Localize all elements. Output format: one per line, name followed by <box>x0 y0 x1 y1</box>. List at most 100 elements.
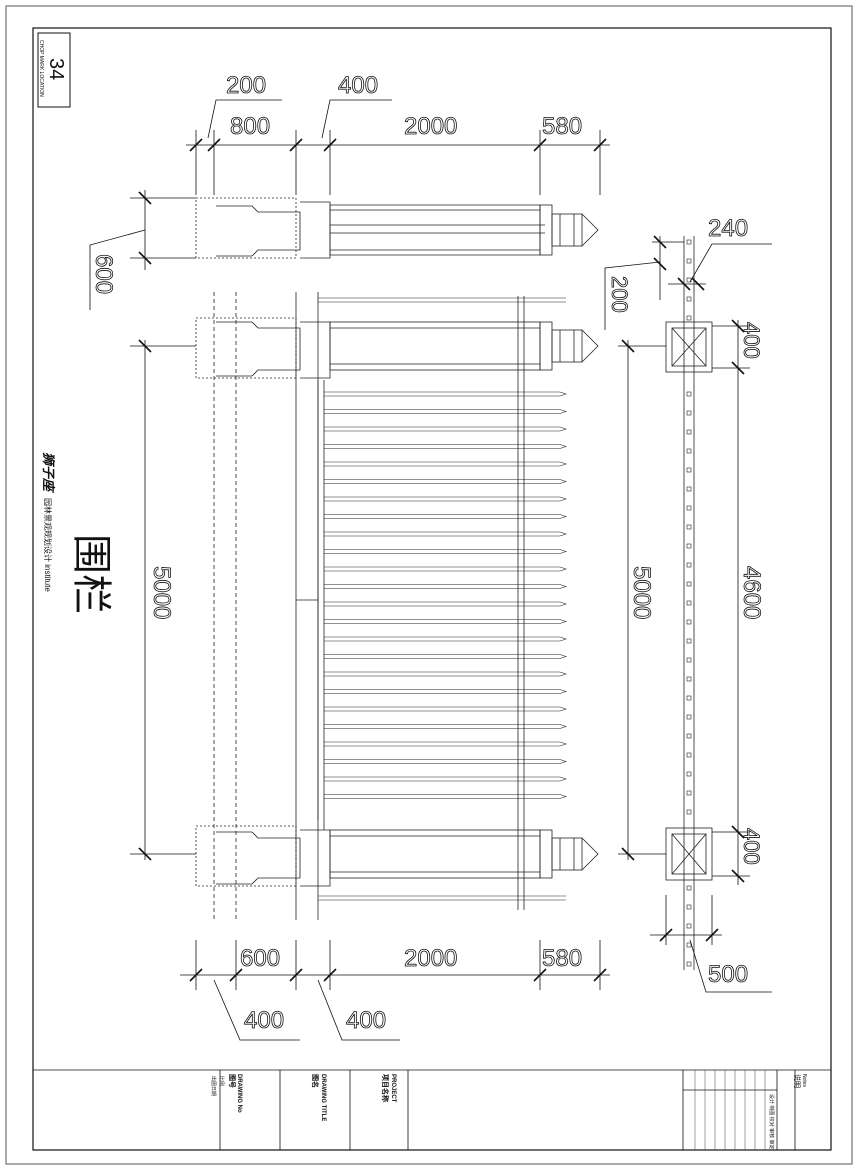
dim-top-400: 400 <box>338 72 378 99</box>
project-en: PROJECT <box>390 1074 396 1103</box>
dim-plan-400-top: 400 <box>739 322 764 359</box>
date-label: 出图日期 <box>210 1076 217 1096</box>
picket <box>324 601 567 607</box>
title-block <box>33 1069 831 1150</box>
plan-picket <box>686 809 692 815</box>
plan-picket <box>686 562 692 568</box>
dim-plan-4600: 4600 <box>738 566 765 619</box>
picket <box>324 496 567 502</box>
picket <box>324 759 567 764</box>
plan-picket <box>686 733 692 739</box>
plan-picket <box>686 524 692 530</box>
picket <box>324 549 567 554</box>
plan-picket <box>686 714 692 720</box>
plan-picket <box>686 429 692 435</box>
plan-picket <box>686 923 692 929</box>
main-title: 围栏 <box>68 534 114 614</box>
dim-bottom-400-left: 400 <box>244 1007 284 1034</box>
picket <box>324 461 567 467</box>
plan-picket <box>686 581 692 587</box>
dim-bottom-2000: 2000 <box>404 945 457 972</box>
plan-picket <box>686 258 692 264</box>
plan-picket <box>686 942 692 948</box>
project-cn: 项目名称 <box>381 1074 390 1102</box>
dimension-lines <box>89 99 772 1041</box>
fence-elevation <box>195 292 599 920</box>
dim-bottom-600: 600 <box>240 945 280 972</box>
plan-picket <box>686 619 692 625</box>
picket <box>324 724 567 729</box>
picket <box>324 514 567 519</box>
plan-picket <box>686 676 692 682</box>
plan-picket <box>686 695 692 701</box>
picket <box>324 794 567 799</box>
plan-picket <box>686 448 692 454</box>
plan-picket <box>686 239 692 245</box>
picket <box>324 409 567 414</box>
top-post-elevation <box>195 197 599 259</box>
outer-border <box>5 5 853 1165</box>
dim-top-2000: 2000 <box>404 113 457 140</box>
dim-top-800: 800 <box>230 113 270 140</box>
picket <box>324 444 567 449</box>
dim-bottom-400-right: 400 <box>346 1007 386 1034</box>
plan-picket <box>686 315 692 321</box>
plan-picket <box>686 486 692 492</box>
plan-picket <box>686 391 692 397</box>
fence-plan <box>665 236 713 970</box>
picket <box>324 426 567 432</box>
company-name: 狮子座 <box>41 452 56 494</box>
plan-picket <box>686 657 692 663</box>
picket <box>324 479 567 484</box>
company-subtitle: 园林景观规划设计 institute <box>43 498 53 592</box>
plan-picket <box>686 904 692 910</box>
dim-elev-5000: 5000 <box>148 566 175 619</box>
picket <box>324 566 567 572</box>
picket <box>324 619 567 624</box>
picket <box>324 531 567 537</box>
chop-mark-label: CHOP MARK LOCATION <box>38 40 44 97</box>
drawing-title-cn: 图名 <box>311 1074 320 1088</box>
picket <box>324 689 567 694</box>
plan-picket <box>686 505 692 511</box>
dim-plan-240: 240 <box>708 215 748 242</box>
plan-picket <box>686 543 692 549</box>
dim-plan-500: 500 <box>708 961 748 988</box>
picket <box>324 706 567 712</box>
roles-label: 设计 制图 校对 审核 审定 <box>768 1094 775 1150</box>
plan-picket <box>686 467 692 473</box>
picket <box>324 776 567 782</box>
fence-pickets <box>318 297 567 901</box>
plan-picket <box>686 752 692 758</box>
dim-top-200: 200 <box>226 72 266 99</box>
plan-picket <box>686 961 692 967</box>
dim-plan-200: 200 <box>607 276 632 313</box>
plan-picket <box>686 638 692 644</box>
picket <box>324 636 567 642</box>
picket <box>324 584 567 589</box>
plan-picket <box>686 600 692 606</box>
dim-top-580: 580 <box>542 113 582 140</box>
notes-en: Notes <box>801 1074 807 1088</box>
plan-picket <box>686 771 692 777</box>
picket <box>324 741 567 747</box>
dim-plan-400-bottom: 400 <box>739 828 764 865</box>
dim-bottom-580: 580 <box>542 945 582 972</box>
drawing-no-cn: 图号 <box>228 1074 237 1088</box>
sheet-number: 34 <box>45 58 67 80</box>
plan-picket <box>686 790 692 796</box>
dim-plan-5000: 5000 <box>628 566 655 619</box>
dim-post-600: 600 <box>90 254 117 294</box>
picket <box>324 671 567 677</box>
picket <box>324 654 567 659</box>
plan-picket <box>686 410 692 416</box>
drawing-title-en: DRAWING TITLE <box>320 1074 326 1121</box>
picket <box>324 391 567 397</box>
plan-picket <box>686 885 692 891</box>
notes-cn: 说明 <box>793 1074 802 1088</box>
drawing-no-en: DRAWING No <box>236 1074 242 1113</box>
scale-label: 比例 <box>218 1076 225 1086</box>
inner-border <box>32 27 832 1151</box>
plan-picket <box>686 296 692 302</box>
